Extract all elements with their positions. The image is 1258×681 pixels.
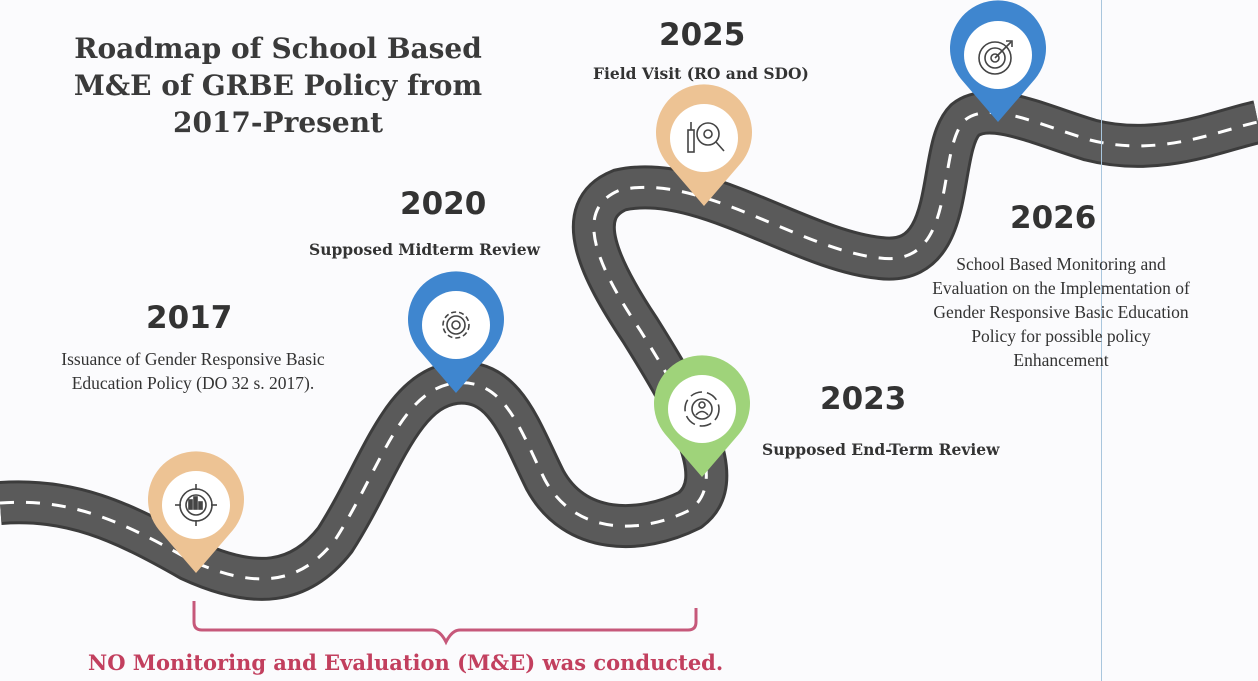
magnifier-tools-icon (687, 122, 725, 153)
year-2025: 2025 (659, 17, 746, 53)
heading-2025: Field Visit (RO and SDO) (593, 64, 809, 83)
no-me-note: NO Monitoring and Evaluation (M&E) was c… (88, 650, 724, 675)
target-arrow-icon (978, 40, 1013, 75)
target-chart-icon (175, 484, 217, 526)
year-2026: 2026 (1010, 200, 1097, 236)
person-cycle-icon (684, 391, 720, 427)
bracket (192, 601, 698, 646)
heading-2023: Supposed End-Term Review (762, 440, 1000, 459)
pin-2026 (950, 0, 1046, 123)
pin-2020 (408, 271, 504, 393)
description-2017: Issuance of Gender Responsive Basic Educ… (61, 349, 325, 393)
pin-2025 (656, 84, 752, 206)
gear-icon (442, 311, 470, 339)
pin-2023 (654, 355, 750, 477)
page-margin-line (1101, 0, 1102, 681)
heading-2020: Supposed Midterm Review (309, 240, 541, 259)
year-2020: 2020 (400, 186, 487, 222)
year-2017: 2017 (146, 300, 233, 336)
description-2026: School Based Monitoring and Evaluation o… (932, 254, 1190, 370)
page-title: Roadmap of School Based M&E of GRBE Poli… (73, 32, 483, 139)
year-2023: 2023 (820, 381, 907, 417)
pin-2017 (148, 451, 244, 573)
